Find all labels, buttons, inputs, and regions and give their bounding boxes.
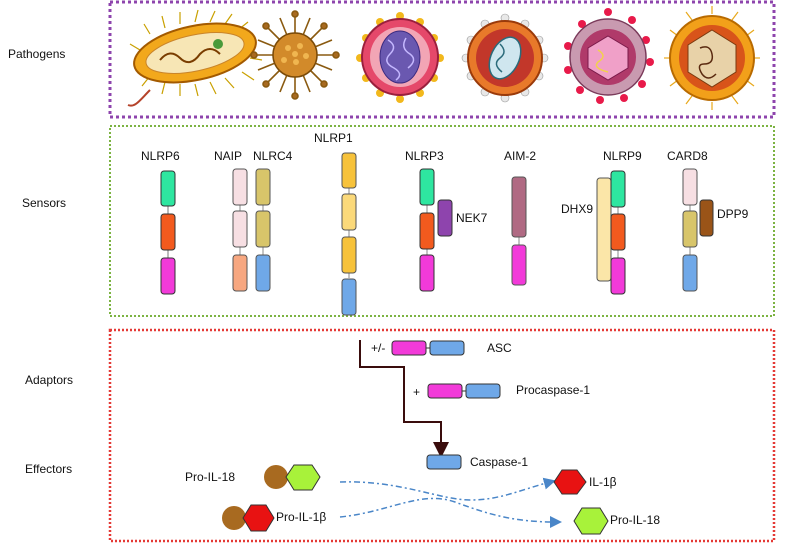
cleavage-arrow-il-1b bbox=[339, 477, 556, 501]
naip-protein bbox=[232, 168, 248, 292]
nlrp6-lrr-domain bbox=[160, 257, 176, 295]
procaspase-card-domain bbox=[427, 383, 463, 399]
sensors-frame bbox=[109, 125, 775, 317]
pro-il-18-prodomain bbox=[264, 465, 288, 489]
nlrc4-lrr-domain bbox=[255, 254, 271, 292]
pro-il-18-molecule bbox=[264, 464, 321, 491]
nlrp1-domain-3 bbox=[341, 236, 357, 274]
nek7-protein bbox=[437, 199, 453, 237]
pro-il-1b-mature-domain bbox=[242, 504, 275, 532]
row-label-adaptors: Adaptors bbox=[25, 373, 73, 387]
label-aim2: AIM-2 bbox=[504, 149, 536, 163]
nlrp6-pyd-domain bbox=[160, 170, 176, 207]
row-label-pathogens: Pathogens bbox=[8, 47, 65, 61]
il-1b-molecule bbox=[553, 469, 587, 495]
card8-ups-domain bbox=[682, 210, 698, 248]
row-label-sensors: Sensors bbox=[22, 196, 66, 210]
card8-fiind-domain bbox=[682, 168, 698, 206]
nlrp9-protein bbox=[610, 170, 626, 295]
il-18-molecule bbox=[573, 507, 609, 535]
activation-path-arrow bbox=[359, 340, 449, 458]
adaptors-effectors-frame bbox=[108, 328, 776, 543]
label-nlrp6: NLRP6 bbox=[141, 149, 180, 163]
aim2-pyd-domain bbox=[511, 244, 527, 286]
label-pro-il-18-input: Pro-IL-18 bbox=[185, 470, 235, 484]
aim2-protein bbox=[511, 176, 527, 286]
label-dhx9: DHX9 bbox=[561, 202, 593, 216]
label-nlrp9: NLRP9 bbox=[603, 149, 642, 163]
pathogens-frame bbox=[108, 0, 776, 119]
nlrp9-lrr-domain bbox=[610, 257, 626, 295]
aim2-hin-domain bbox=[511, 176, 527, 238]
nlrc4-protein bbox=[255, 168, 271, 292]
caspase-1-protein bbox=[426, 454, 462, 470]
nlrp3-protein bbox=[419, 168, 435, 292]
nlrp1-domain-2 bbox=[341, 193, 357, 231]
nlrp1-card-domain bbox=[341, 278, 357, 316]
pro-il-18-mature-domain bbox=[285, 464, 321, 491]
coronavirus-icon bbox=[461, 13, 549, 103]
nlrp3-lrr-domain bbox=[419, 254, 435, 292]
cleavage-arrow-il-18 bbox=[339, 497, 562, 528]
nlrp9-nacht-domain bbox=[610, 213, 626, 251]
nlrp3-pyd-domain bbox=[419, 168, 435, 206]
pro-il-1b-prodomain bbox=[222, 506, 246, 530]
virion-icon bbox=[564, 8, 654, 104]
label-il-1b-output: IL-1β bbox=[589, 475, 617, 489]
enveloped-virus-icon bbox=[356, 12, 444, 103]
naip-lrr-domain bbox=[232, 254, 248, 292]
label-asc: ASC bbox=[487, 341, 512, 355]
nlrp9-pyd-domain bbox=[610, 170, 626, 208]
procaspase-catalytic-domain bbox=[465, 383, 501, 399]
dpp9-protein bbox=[699, 199, 714, 237]
spiky-virus-icon bbox=[250, 10, 340, 100]
nlrp6-nacht-domain bbox=[160, 213, 176, 251]
asc-card-domain bbox=[429, 340, 465, 356]
label-procaspase-1: Procaspase-1 bbox=[516, 383, 590, 397]
label-nlrp3: NLRP3 bbox=[405, 149, 444, 163]
nlrp1-domain-1 bbox=[341, 152, 357, 189]
label-card8: CARD8 bbox=[667, 149, 708, 163]
nlrp3-nacht-domain bbox=[419, 212, 435, 250]
card8-card-domain bbox=[682, 254, 698, 292]
capsid-virus-icon bbox=[664, 6, 760, 110]
nlrp6-protein bbox=[160, 170, 176, 295]
bacterium-icon bbox=[127, 9, 263, 107]
label-dpp9: DPP9 bbox=[717, 207, 749, 221]
naip-bir-domain-1 bbox=[232, 168, 248, 206]
label-plus: + bbox=[413, 385, 420, 399]
label-caspase-1: Caspase-1 bbox=[470, 455, 528, 469]
label-nlrc4: NLRC4 bbox=[253, 149, 293, 163]
label-pro-il-18-output: Pro-IL-18 bbox=[610, 513, 660, 527]
naip-bir-domain-2 bbox=[232, 210, 248, 248]
nlrc4-nacht-domain bbox=[255, 210, 271, 248]
dhx9-protein bbox=[596, 177, 612, 282]
label-nlrp1: NLRP1 bbox=[314, 131, 353, 145]
pro-il-1b-molecule bbox=[222, 504, 275, 532]
label-pro-il-1b-input: Pro-IL-1β bbox=[276, 510, 326, 524]
label-nek7: NEK7 bbox=[456, 211, 488, 225]
asc-protein bbox=[391, 340, 465, 356]
card8-protein bbox=[682, 168, 698, 292]
row-label-effectors: Effectors bbox=[25, 462, 72, 476]
nlrp1-protein bbox=[341, 152, 357, 316]
nlrc4-card-domain bbox=[255, 168, 271, 206]
label-plus-minus: +/- bbox=[371, 341, 385, 355]
label-naip: NAIP bbox=[214, 149, 242, 163]
asc-pyd-domain bbox=[391, 340, 427, 356]
procaspase-1-protein bbox=[427, 383, 501, 399]
